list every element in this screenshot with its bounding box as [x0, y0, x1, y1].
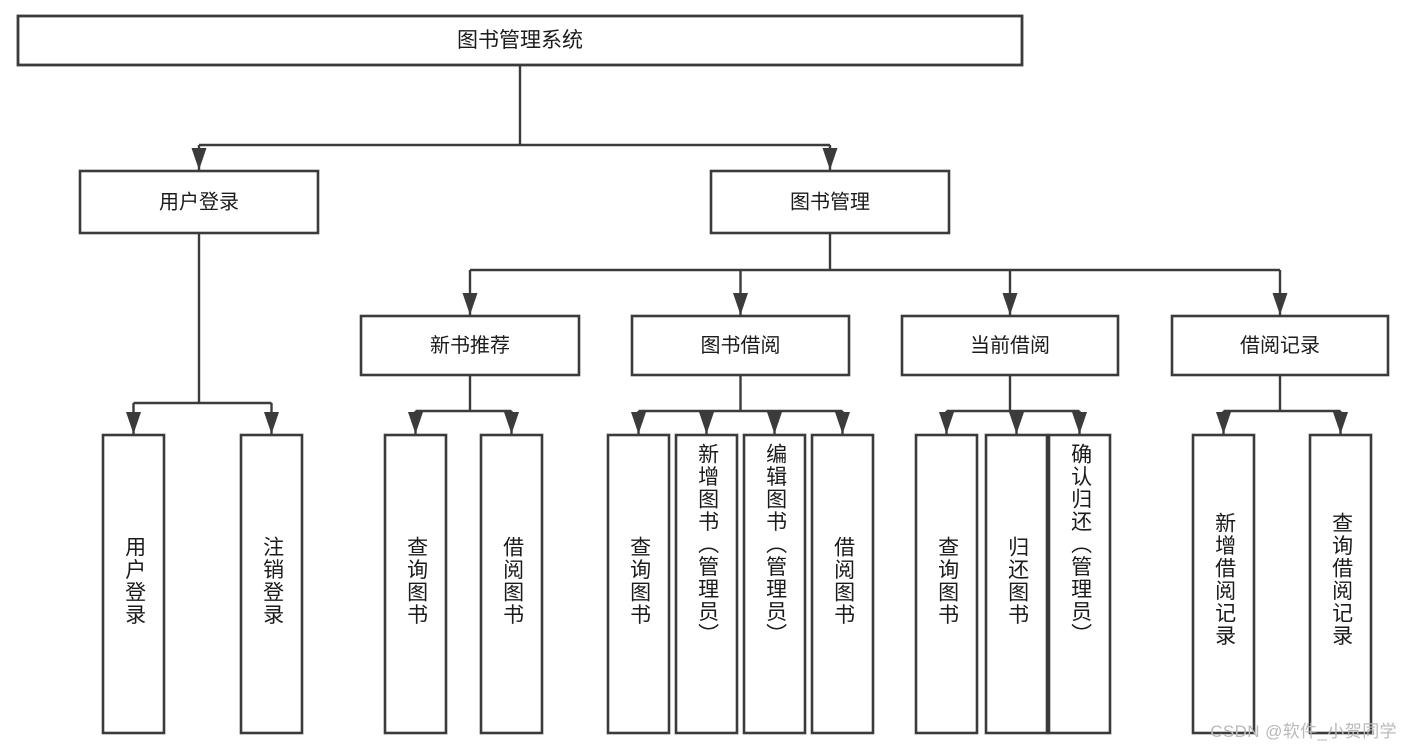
- leaf-node-box-leaf-borrow-book-1: [479, 433, 544, 735]
- node-box-layer: [16, 14, 1390, 735]
- leaf-node-box-leaf-query-book-3: [914, 433, 979, 735]
- arrow-head-to-current-borrow: [1002, 293, 1018, 315]
- level2-node-label-book-manage: 图书管理: [790, 190, 870, 213]
- leaf-node-box-leaf-borrow-book-2: [810, 433, 875, 735]
- leaf-node-box-leaf-add-record: [1191, 433, 1256, 735]
- leaf-node-box-leaf-query-book-2: [606, 433, 671, 735]
- level3-node-label-new-book-recommend: 新书推荐: [430, 334, 510, 357]
- arrow-head-to-leaf-logout: [264, 412, 279, 434]
- leaf-node-box-leaf-add-book: [674, 433, 739, 735]
- arrow-head-to-book-manage: [822, 148, 838, 170]
- level3-node-box-current-borrow: [900, 314, 1120, 377]
- level3-node-label-book-borrow: 图书借阅: [701, 334, 781, 357]
- arrow-head-to-leaf-confirm-return: [1072, 412, 1087, 434]
- arrow-head-to-user-login: [191, 148, 207, 170]
- leaf-node-box-leaf-query-book-1: [383, 433, 448, 735]
- csdn-watermark: CSDN @软件_小贺同学: [1210, 722, 1397, 741]
- level3-node-box-book-borrow: [630, 314, 851, 377]
- arrow-head-to-new-book-recommend: [462, 293, 478, 315]
- level3-node-label-borrow-record: 借阅记录: [1240, 334, 1320, 357]
- root-node-label: 图书管理系统: [457, 29, 583, 52]
- level2-node-label-user-login: 用户登录: [159, 190, 239, 213]
- arrow-head-to-leaf-query-book-3: [939, 412, 954, 434]
- arrow-head-to-leaf-add-record: [1216, 412, 1231, 434]
- root-node-box: [16, 14, 1024, 67]
- arrow-head-to-leaf-borrow-book-1: [504, 412, 519, 434]
- level3-node-label-current-borrow: 当前借阅: [970, 334, 1050, 357]
- arrow-head-to-leaf-query-book-2: [631, 412, 646, 434]
- level2-node-box-book-manage: [709, 169, 951, 235]
- level3-node-box-borrow-record: [1170, 314, 1390, 377]
- level3-node-box-new-book-recommend: [359, 314, 581, 377]
- leaf-node-box-leaf-user-login: [101, 433, 166, 735]
- arrow-head-to-borrow-record: [1272, 293, 1288, 315]
- arrow-head-to-leaf-query-book-1: [408, 412, 423, 434]
- leaf-node-box-leaf-edit-book: [742, 433, 807, 735]
- arrow-head-to-leaf-return-book: [1009, 412, 1024, 434]
- arrow-head-to-leaf-user-login: [126, 412, 141, 434]
- arrow-head-to-leaf-borrow-book-2: [835, 412, 850, 434]
- arrow-head-to-book-borrow: [733, 293, 748, 315]
- arrow-head-to-leaf-add-book: [699, 412, 714, 434]
- arrow-head-to-leaf-edit-book: [767, 412, 782, 434]
- leaf-node-box-leaf-query-record: [1308, 433, 1373, 735]
- level2-node-box-user-login: [78, 169, 320, 235]
- connector-layer: [126, 65, 1348, 434]
- leaf-node-box-leaf-return-book: [984, 433, 1049, 735]
- arrow-head-to-leaf-query-record: [1333, 412, 1348, 434]
- leaf-node-box-leaf-confirm-return: [1047, 433, 1112, 735]
- leaf-node-box-leaf-logout: [239, 433, 304, 735]
